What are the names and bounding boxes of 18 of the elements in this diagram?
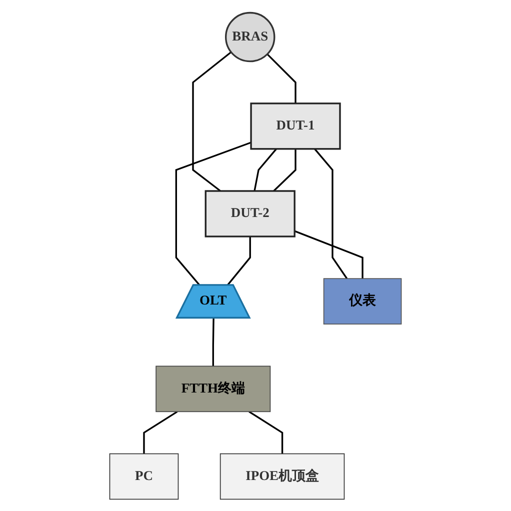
node-box: PC	[109, 452, 179, 500]
connector	[192, 50, 232, 192]
node-circle: BRAS	[224, 11, 276, 62]
connector	[175, 141, 252, 286]
connector	[266, 53, 296, 103]
node-box: FTTH终端	[156, 365, 271, 412]
connector	[254, 148, 277, 191]
node-box: DUT-2	[204, 190, 296, 237]
node-box: IPOE机顶盒	[220, 452, 345, 500]
connector	[143, 410, 178, 454]
connector	[212, 318, 214, 366]
connector	[273, 148, 296, 192]
node-box: DUT-1	[250, 102, 341, 150]
node-box: 仪表	[323, 278, 402, 324]
connector	[226, 236, 251, 286]
connector	[248, 410, 284, 454]
connector	[314, 148, 348, 279]
connector	[294, 230, 364, 278]
